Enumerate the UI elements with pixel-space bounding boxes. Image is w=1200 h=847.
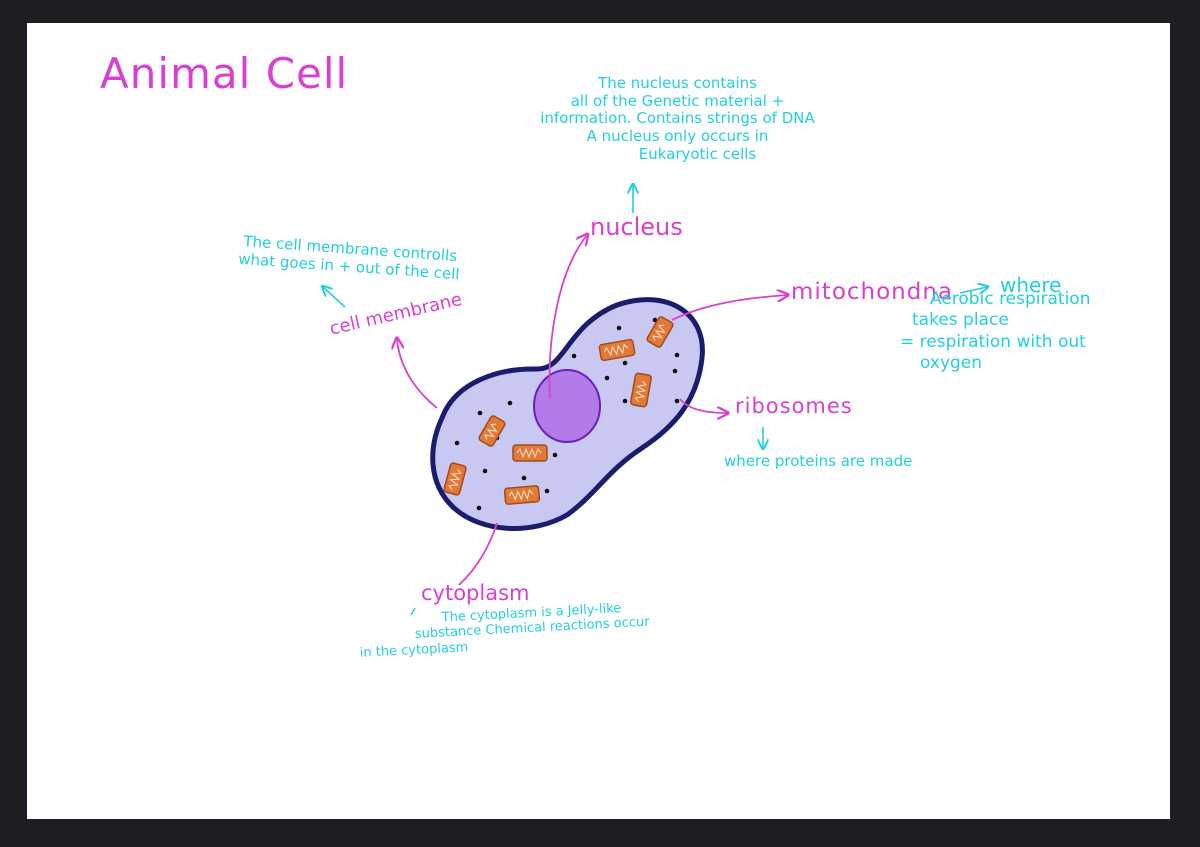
mitochondria-note: Aerobic respiration takes place = respir…	[900, 289, 1091, 373]
mitochondria-label: mitochondna	[791, 279, 954, 305]
diagram-title: Animal Cell	[100, 49, 349, 98]
nucleus-arrow	[548, 235, 587, 399]
nucleus-note: The nucleus contains all of the Genetic …	[540, 74, 815, 163]
cytoplasm-label: cytoplasm	[421, 581, 530, 605]
mitochondria-arrow	[671, 295, 787, 321]
mitochondria-note-arrow	[959, 287, 987, 293]
mitochondria-shapes	[443, 316, 674, 505]
membrane-note-arrow	[323, 287, 346, 308]
ribosome-dots	[454, 317, 680, 511]
cell-diagram	[27, 23, 1170, 616]
cytoplasm-note-tick	[410, 607, 416, 616]
cell-membrane-arrow	[397, 339, 438, 409]
mitochondria-where: where	[1000, 273, 1062, 297]
cytoplasm-arrow	[458, 522, 498, 586]
paper-sheet: Animal Cell The nucleus contains all of …	[27, 23, 1170, 819]
ribosomes-arrow	[679, 398, 727, 413]
nucleus-shape	[533, 369, 601, 443]
ribosomes-label: ribosomes	[735, 394, 853, 418]
ribosomes-note: where proteins are made	[724, 452, 913, 470]
nucleus-label: nucleus	[590, 213, 683, 241]
